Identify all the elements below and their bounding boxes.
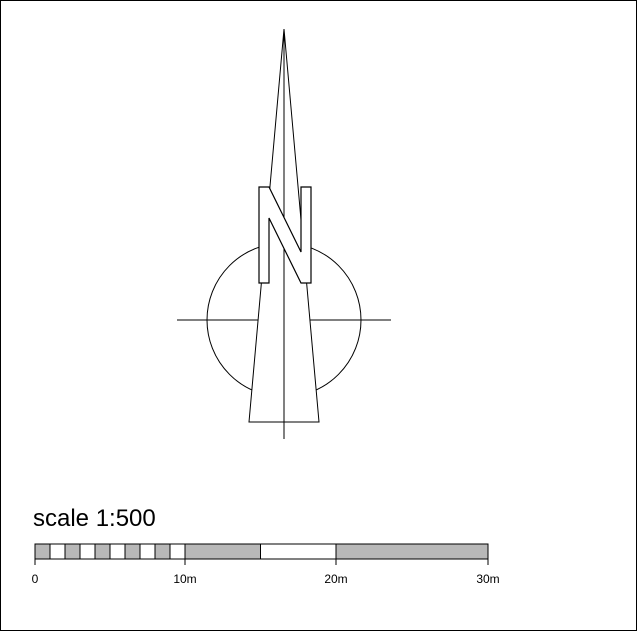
scale-tick-label-10m: 10m	[173, 572, 197, 586]
scale-segment-small-2	[64, 543, 81, 560]
scale-bar-segments	[34, 543, 489, 565]
north-letter-n	[258, 186, 312, 284]
scale-segment-10m-a	[184, 543, 261, 560]
scale-segment-small-6	[124, 543, 141, 560]
scale-segment-small-1	[49, 543, 66, 560]
scale-segment-small-5	[109, 543, 126, 560]
scale-tick-label-30m: 30m	[476, 572, 500, 586]
scale-segment-small-4	[94, 543, 111, 560]
scale-segment-20m	[335, 543, 489, 560]
scale-segment-small-0	[34, 543, 51, 560]
scale-segment-small-7	[139, 543, 156, 560]
scale-segment-small-3	[79, 543, 96, 560]
scale-segment-small-9	[169, 543, 186, 560]
scale-tick-label-0: 0	[31, 572, 39, 586]
scale-segment-small-8	[154, 543, 171, 560]
scale-segment-10m-b	[260, 543, 337, 560]
scale-title: scale 1:500	[33, 505, 156, 532]
scale-tick-label-20m: 20m	[324, 572, 348, 586]
